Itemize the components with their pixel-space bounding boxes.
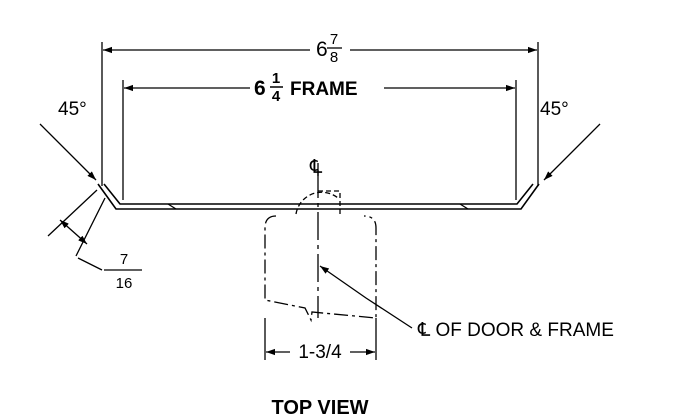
return-depth-label: 7 16 [104,251,142,292]
return-leader [77,257,103,271]
view-title: TOP VIEW [271,397,368,419]
angle-leader-left [39,123,97,181]
svg-text:4: 4 [272,88,281,105]
angle-label-left: 45° [58,99,87,120]
centerline-symbol: ℄ [309,157,323,178]
door-leaf [264,215,377,323]
svg-text:1: 1 [272,70,280,87]
angle-label-right: 45° [540,99,569,120]
svg-text:FRAME: FRAME [290,79,358,100]
door-swing-arc [295,191,339,215]
svg-text:7: 7 [330,31,338,48]
svg-text:6: 6 [316,38,328,61]
angle-leader-right [543,123,601,181]
overall-width-label: 6 7 8 [316,31,342,66]
return-extension-inner [75,197,106,257]
door-thickness-label: 1-3/4 [298,342,342,363]
svg-text:6: 6 [254,77,266,100]
svg-text:16: 16 [116,275,133,292]
frame-tick-left [167,203,177,210]
frame-profile-outer [97,183,540,210]
frame-width-label: 6 1 4 FRAME [254,70,358,105]
return-extension-outer [47,189,98,237]
return-dimension-line [59,219,88,245]
svg-text:8: 8 [330,49,338,66]
centerline-leader [319,265,413,329]
svg-text:7: 7 [120,251,128,268]
frame-tick-right [459,203,469,210]
centerline-label: ℄ OF DOOR & FRAME [417,320,614,341]
